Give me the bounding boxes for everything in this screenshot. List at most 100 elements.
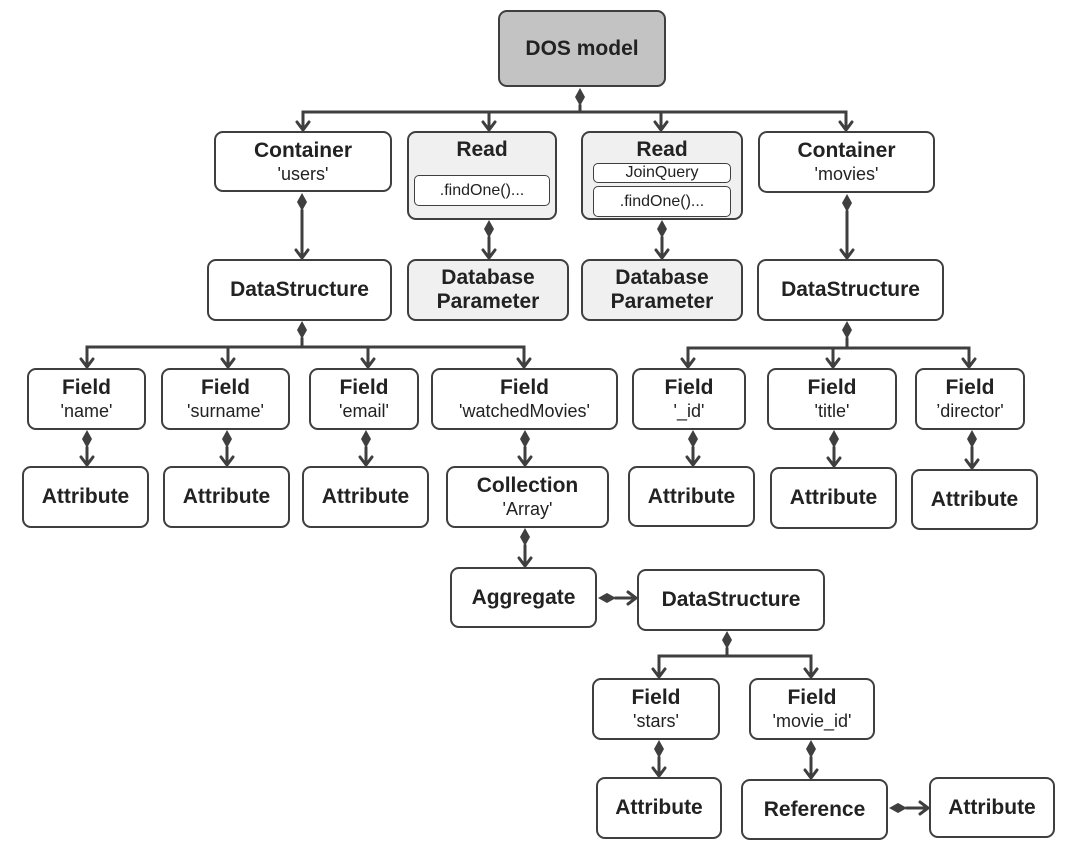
read-method-text: .findOne()... — [619, 192, 705, 210]
node-title: DataStructure — [661, 588, 801, 611]
node-attribute-email: Attribute — [302, 466, 429, 528]
node-title: Field — [807, 376, 857, 399]
node-title-line1: Database — [441, 266, 535, 289]
node-attribute-name: Attribute — [22, 466, 149, 528]
composition-diamond — [842, 194, 852, 212]
composition-diamond — [361, 430, 371, 448]
node-subtitle: 'title' — [814, 401, 850, 421]
arrow-head — [516, 357, 532, 369]
node-attribute-title: Attribute — [770, 467, 897, 529]
arrow-head — [838, 120, 854, 132]
node-attribute-id: Attribute — [628, 466, 755, 527]
node-field-email: Field 'email' — [309, 368, 419, 430]
read-method-box: .findOne()... — [593, 186, 731, 217]
arrow-head — [685, 455, 701, 467]
arrow-head — [651, 667, 667, 679]
arrow-head — [517, 455, 533, 467]
arrow-head — [680, 357, 696, 369]
node-datastructure-users: DataStructure — [207, 259, 392, 321]
composition-diamond — [657, 220, 667, 238]
arrow-head — [626, 590, 638, 606]
node-title: Container — [253, 138, 352, 162]
joinquery-box: JoinQuery — [593, 163, 731, 183]
node-field-name: Field 'name' — [27, 368, 146, 430]
node-title: DataStructure — [781, 278, 920, 301]
read-method-text: .findOne()... — [439, 181, 525, 199]
node-title: Attribute — [647, 484, 736, 508]
node-subtitle: 'users' — [277, 163, 329, 184]
arrow-head — [481, 248, 497, 260]
node-subtitle: 'stars' — [633, 711, 679, 731]
arrow-head — [295, 120, 311, 132]
node-field-movie-id: Field 'movie_id' — [749, 678, 875, 740]
node-field-watchedmovies: Field 'watchedMovies' — [431, 368, 618, 430]
arrow-head — [825, 357, 841, 369]
node-container-movies: Container 'movies' — [758, 131, 935, 193]
node-subtitle: 'Array' — [502, 499, 553, 519]
node-title-line2: Parameter — [610, 290, 714, 313]
node-subtitle: 'surname' — [187, 401, 264, 421]
arrow-head — [964, 458, 980, 470]
node-title: Field — [631, 686, 681, 709]
node-subtitle: ’director' — [936, 401, 1004, 421]
node-database-parameter-1: Database Parameter — [407, 259, 569, 321]
node-title: Field — [61, 376, 111, 399]
node-title: Read — [456, 138, 508, 161]
node-title: Read — [636, 138, 688, 161]
composition-diamond — [654, 740, 664, 758]
arrow-head — [79, 357, 95, 369]
node-subtitle: 'name' — [60, 401, 113, 421]
node-title-line1: Database — [615, 266, 709, 289]
node-title: Field — [499, 376, 549, 399]
arrow-head — [961, 357, 977, 369]
node-attribute-stars: Attribute — [596, 777, 722, 839]
node-title: Collection — [476, 474, 579, 497]
arrow-head — [654, 248, 670, 260]
node-title: Attribute — [948, 795, 1036, 819]
arrow-head — [360, 357, 376, 369]
composition-diamond — [575, 88, 585, 106]
composition-diamond — [297, 321, 307, 339]
node-reference: Reference — [741, 779, 888, 840]
node-subtitle: 'watchedMovies' — [459, 401, 590, 421]
arrow-head — [358, 455, 374, 467]
arrow-head — [803, 667, 819, 679]
arrow-head — [294, 248, 310, 260]
node-title: DataStructure — [230, 278, 369, 301]
arrow-head — [839, 248, 855, 260]
composition-diamond — [520, 528, 530, 546]
composition-diamond — [520, 430, 530, 448]
node-collection-array: Collection 'Array' — [446, 466, 609, 528]
node-subtitle: 'email' — [339, 401, 389, 421]
node-title: Attribute — [930, 487, 1019, 511]
arrow-head — [79, 455, 95, 467]
node-title: Aggregate — [471, 585, 576, 609]
node-subtitle: 'movies' — [814, 164, 879, 184]
joinquery-text: JoinQuery — [625, 164, 699, 181]
composition-diamond — [484, 220, 494, 238]
node-datastructure-aggregate: DataStructure — [637, 569, 825, 631]
arrow-head — [219, 455, 235, 467]
node-subtitle: '_id' — [673, 401, 705, 421]
node-title-line2: Parameter — [436, 290, 540, 313]
node-title: Container — [797, 139, 896, 162]
composition-diamond — [82, 430, 92, 448]
arrow-head — [481, 120, 497, 132]
arrow-head — [653, 120, 669, 132]
node-title: Field — [664, 376, 714, 399]
node-title: Attribute — [321, 485, 410, 508]
arrow-head — [651, 766, 667, 778]
node-field-stars: Field 'stars' — [592, 678, 720, 740]
composition-diamond — [297, 193, 307, 211]
composition-diamond — [842, 321, 852, 339]
arrow-head — [517, 556, 533, 568]
arrow-head — [918, 800, 930, 816]
node-aggregate: Aggregate — [450, 567, 597, 628]
node-title: Field — [200, 376, 250, 399]
arrow-head — [803, 768, 819, 780]
node-field-surname: Field 'surname' — [161, 368, 290, 430]
composition-diamond — [806, 740, 816, 758]
node-title: Field — [945, 376, 995, 399]
node-title: Reference — [763, 797, 866, 821]
